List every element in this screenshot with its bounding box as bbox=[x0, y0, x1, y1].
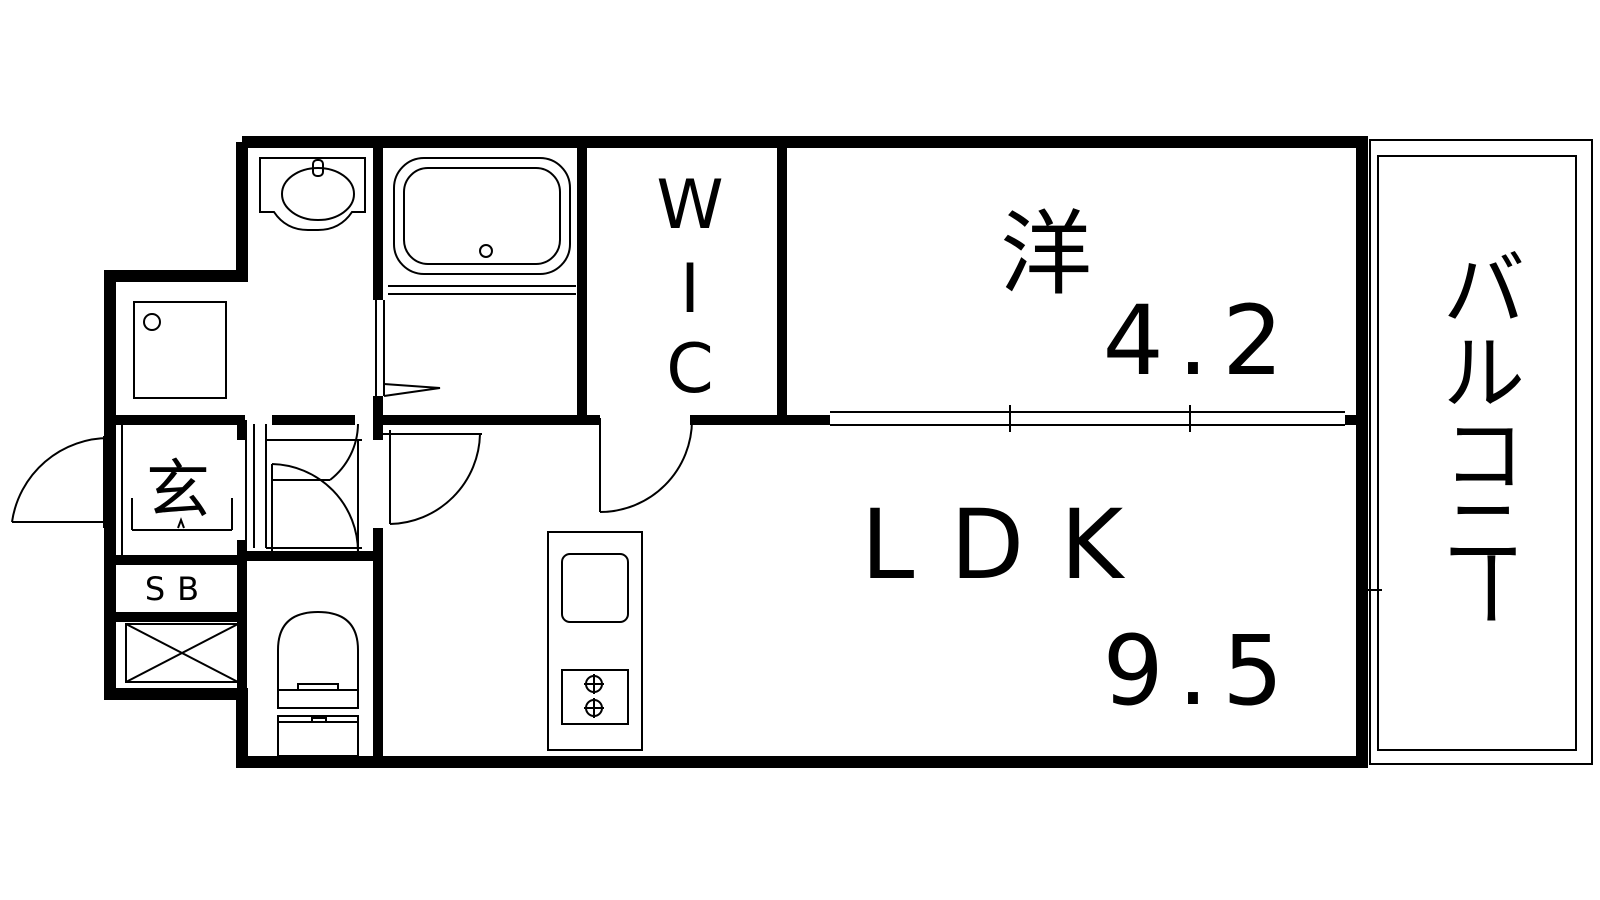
entrance-step bbox=[131, 498, 233, 531]
balcony-char-2: ル bbox=[1443, 327, 1525, 422]
washroom-door bbox=[272, 423, 359, 481]
toilet-door bbox=[271, 440, 359, 553]
sliding-partition bbox=[830, 405, 1345, 432]
balcony-char-5: ー bbox=[1440, 547, 1535, 629]
entrance-door bbox=[11, 436, 111, 528]
balcony-window bbox=[1366, 480, 1382, 705]
western-room-label: 洋 bbox=[1000, 201, 1092, 308]
toilet bbox=[277, 610, 359, 757]
interior-walls bbox=[110, 142, 1362, 762]
ldk-size: 9.5 bbox=[1103, 615, 1298, 727]
washing-machine-pan bbox=[133, 301, 227, 399]
shoe-box-label: SB bbox=[145, 570, 211, 608]
wic-label-i: I bbox=[680, 250, 700, 329]
wic-label-w: W bbox=[656, 166, 723, 245]
kitchen-counter bbox=[547, 531, 643, 751]
balcony-char-4: ニ bbox=[1443, 485, 1525, 580]
wic-label-c: C bbox=[666, 330, 713, 409]
hall-frames bbox=[121, 424, 362, 556]
bathroom-door bbox=[375, 300, 441, 397]
washbasin bbox=[259, 157, 366, 231]
balcony-label: バ ル コ ニ ー bbox=[1440, 243, 1535, 629]
balcony-char-3: コ bbox=[1443, 409, 1525, 504]
storage-box bbox=[125, 623, 239, 683]
wic-door bbox=[599, 418, 693, 513]
ldk-label: LDK bbox=[861, 489, 1159, 601]
balcony-char-1: バ bbox=[1443, 243, 1525, 338]
ldk-door bbox=[378, 430, 482, 525]
bathtub bbox=[388, 157, 576, 295]
balcony-outline bbox=[1369, 139, 1593, 765]
entrance-label: 玄 bbox=[146, 454, 210, 528]
western-room-size: 4.2 bbox=[1103, 285, 1298, 397]
